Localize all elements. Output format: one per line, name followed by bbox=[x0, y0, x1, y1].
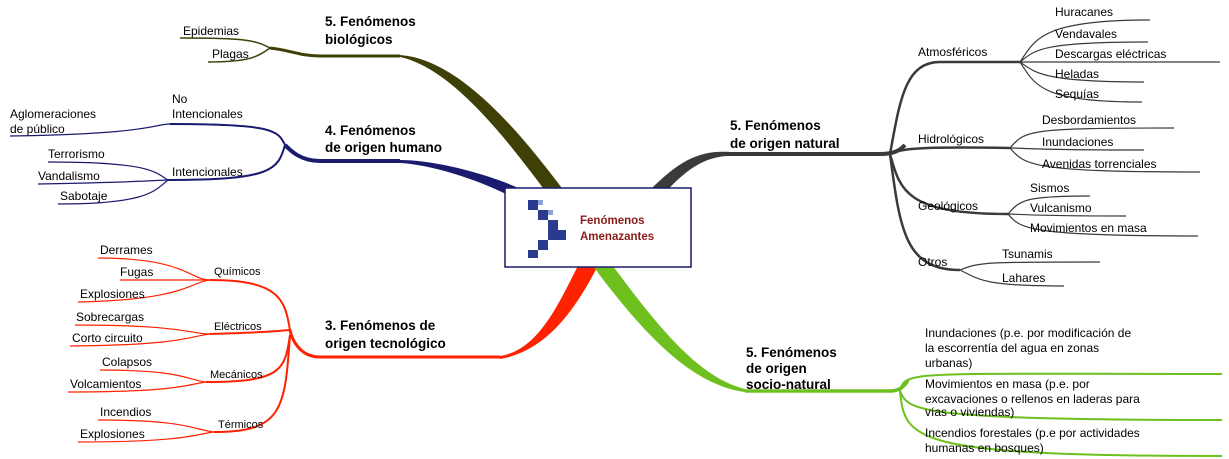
humano-title-line1: 4. Fenómenos bbox=[325, 123, 416, 138]
leaf-descargas-electricas: Descargas eléctricas bbox=[1055, 47, 1166, 61]
leaf-incendios: Incendios bbox=[100, 405, 151, 419]
leaf-aglomeraciones-line1: Aglomeraciones bbox=[10, 107, 96, 121]
leaf-tsunamis: Tsunamis bbox=[1002, 247, 1053, 261]
leaf-heladas: Heladas bbox=[1055, 67, 1099, 81]
leaf-plagas: Plagas bbox=[212, 47, 249, 61]
leaf-aglomeraciones-line2: de público bbox=[10, 122, 65, 136]
otros-label: Otros bbox=[918, 255, 947, 269]
leaf-huracanes: Huracanes bbox=[1055, 5, 1113, 19]
socionatural-title-line3: socio-natural bbox=[746, 377, 831, 392]
humano-title-line2: de origen humano bbox=[325, 140, 442, 155]
tecnologico-title-line1: 3. Fenómenos de bbox=[325, 318, 436, 333]
quimicos-label: Químicos bbox=[214, 266, 261, 278]
leaf-socio-incendios-line2: humanas en bosques) bbox=[925, 441, 1044, 455]
leaf-socio-movimientos-line1: Movimientos en masa (p.e. por bbox=[925, 377, 1090, 391]
biologicos-title-line2: biológicos bbox=[325, 32, 393, 47]
leaf-explosiones-quimicos: Explosiones bbox=[80, 287, 145, 301]
leaf-terrorismo: Terrorismo bbox=[48, 147, 105, 161]
leaf-socio-inundaciones-line3: urbanas) bbox=[925, 356, 972, 370]
leaf-sismos: Sismos bbox=[1030, 181, 1069, 195]
leaf-fugas: Fugas bbox=[120, 265, 153, 279]
leaf-sequias: Sequías bbox=[1055, 87, 1099, 101]
leaf-vandalismo: Vandalismo bbox=[38, 169, 100, 183]
leaf-vulcanismo: Vulcanismo bbox=[1030, 201, 1092, 215]
branch-humano: 4. Fenómenos de origen humano No Intenci… bbox=[9, 92, 555, 215]
termicos-label: Térmicos bbox=[218, 419, 264, 431]
atmosfericos-label: Atmosféricos bbox=[918, 45, 987, 59]
leaf-epidemias: Epidemias bbox=[183, 24, 239, 38]
central-logo-icon bbox=[528, 200, 566, 258]
branch-tecnologico: 3. Fenómenos de origen tecnológico Quími… bbox=[67, 243, 600, 443]
no-intencionales-line1: No bbox=[172, 92, 188, 106]
branch-biologicos: 5. Fenómenos biológicos Epidemias Plagas bbox=[179, 14, 575, 210]
leaf-desbordamientos: Desbordamientos bbox=[1042, 113, 1136, 127]
geologicos-label: Geológicos bbox=[918, 199, 978, 213]
electricos-label: Eléctricos bbox=[214, 321, 262, 333]
leaf-socio-inundaciones-line2: la escorrentía del agua en zonas bbox=[925, 341, 1099, 355]
mecanicos-label: Mecánicos bbox=[210, 369, 263, 381]
intencionales-label: Intencionales bbox=[172, 165, 243, 179]
leaf-inundaciones: Inundaciones bbox=[1042, 135, 1113, 149]
leaf-volcamientos: Volcamientos bbox=[70, 377, 141, 391]
no-intencionales-line2: Intencionales bbox=[172, 107, 243, 121]
tecnologico-title-line2: origen tecnológico bbox=[325, 336, 446, 351]
leaf-colapsos: Colapsos bbox=[102, 355, 152, 369]
natural-title-line2: de origen natural bbox=[730, 136, 840, 151]
leaf-derrames: Derrames bbox=[100, 243, 153, 257]
leaf-sobrecargas: Sobrecargas bbox=[76, 310, 144, 324]
leaf-explosiones-termicos: Explosiones bbox=[80, 427, 145, 441]
leaf-lahares: Lahares bbox=[1002, 271, 1045, 285]
leaf-movimientos-en-masa: Movimientos en masa bbox=[1030, 221, 1147, 235]
socionatural-title-line1: 5. Fenómenos bbox=[746, 345, 837, 360]
leaf-socio-movimientos-line3: vías o viviendas) bbox=[925, 405, 1014, 419]
leaf-socio-inundaciones-line1: Inundaciones (p.e. por modificación de bbox=[925, 326, 1131, 340]
branch-socionatural: 5. Fenómenos de origen socio-natural Inu… bbox=[590, 262, 1223, 457]
branch-natural: 5. Fenómenos de origen natural Atmosféri… bbox=[650, 5, 1220, 287]
central-node: Fenómenos Amenazantes bbox=[504, 187, 692, 268]
central-title-line2: Amenazantes bbox=[580, 231, 654, 243]
leaf-sabotaje: Sabotaje bbox=[60, 189, 108, 203]
leaf-vendavales: Vendavales bbox=[1055, 27, 1117, 41]
biologicos-title-line1: 5. Fenómenos bbox=[325, 14, 416, 29]
hidrologicos-label: Hidrológicos bbox=[918, 132, 984, 146]
central-title-line1: Fenómenos bbox=[580, 215, 645, 227]
leaf-corto-circuito: Corto circuito bbox=[72, 331, 143, 345]
leaf-avenidas-torrenciales: Avenidas torrenciales bbox=[1042, 157, 1157, 171]
socionatural-title-line2: de origen bbox=[746, 361, 807, 376]
natural-title-line1: 5. Fenómenos bbox=[730, 118, 821, 133]
leaf-socio-movimientos-line2: excavaciones o rellenos en laderas para bbox=[925, 392, 1140, 406]
leaf-socio-incendios-line1: Incendios forestales (p.e por actividade… bbox=[925, 426, 1140, 440]
